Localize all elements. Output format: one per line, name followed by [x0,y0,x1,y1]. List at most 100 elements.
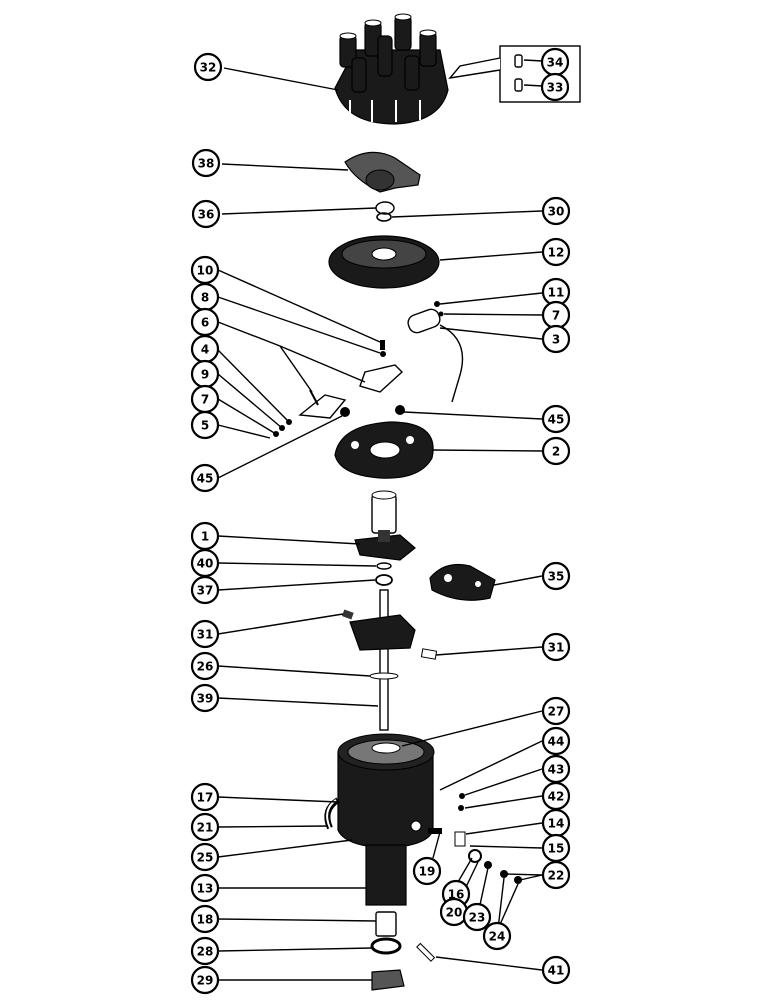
callout-14: 14 [541,808,571,838]
callout-29: 29 [190,965,220,995]
callout-37: 37 [190,575,220,605]
callout-44: 44 [541,726,571,756]
callout-label: 9 [201,368,209,382]
callout-label: 11 [548,286,565,300]
felt-wick [375,201,395,215]
callout-label: 35 [548,570,565,584]
callout-38: 38 [191,148,221,178]
condenser [407,301,464,403]
callout-label: 3 [552,333,560,347]
callout-5: 5 [190,410,220,440]
callout-1: 1 [190,521,220,551]
callout-label: 31 [197,628,214,642]
callout-19: 19 [412,856,442,886]
callout-label: 17 [197,791,214,805]
callout-label: 19 [419,865,436,879]
callout-34: 34 [540,47,570,77]
callout-label: 13 [197,882,214,896]
callout-7a: 7 [541,300,571,330]
callout-6: 6 [190,307,220,337]
callout-40: 40 [190,548,220,578]
callout-43: 43 [541,754,571,784]
callout-42: 42 [541,781,571,811]
callout-20: 20 [439,897,469,927]
callout-label: 4 [201,343,209,357]
callout-24: 24 [482,921,512,951]
callout-13: 13 [190,873,220,903]
housing [324,733,435,906]
callout-label: 8 [201,291,209,305]
callout-label: 21 [197,821,214,835]
callout-label: 10 [197,264,214,278]
callout-17: 17 [190,782,220,812]
callout-36: 36 [191,199,221,229]
callout-12: 12 [541,237,571,267]
callout-2: 2 [541,436,571,466]
callout-31a: 31 [190,619,220,649]
callout-label: 22 [548,869,565,883]
callout-31b: 31 [541,632,571,662]
cam-assembly [354,490,416,561]
callout-label: 15 [548,842,565,856]
callout-label: 37 [197,584,214,598]
breaker-plate [334,421,434,479]
callout-28: 28 [190,936,220,966]
callout-label: 31 [548,641,565,655]
callout-label: 23 [469,911,486,925]
callout-27: 27 [541,696,571,726]
callout-label: 40 [197,557,214,571]
callout-label: 27 [548,705,565,719]
callout-label: 7 [201,393,209,407]
callout-10: 10 [190,255,220,285]
callout-32: 32 [193,52,223,82]
callout-label: 42 [548,790,565,804]
callout-label: 25 [197,851,214,865]
rotor [344,151,421,193]
callout-label: 24 [489,930,506,944]
callout-18: 18 [190,904,220,934]
callout-25: 25 [190,842,220,872]
callout-label: 14 [548,817,565,831]
callout-23: 23 [462,902,492,932]
callout-35: 35 [541,561,571,591]
callout-label: 34 [547,56,564,70]
bottom-parts [370,911,436,991]
callout-label: 30 [548,205,565,219]
callout-label: 32 [200,61,217,75]
callout-label: 5 [201,419,209,433]
callout-label: 36 [198,208,215,222]
shield [328,235,440,289]
callout-label: 2 [552,445,560,459]
callout-label: 16 [448,888,465,902]
distributor-cap [334,13,449,125]
callout-22: 22 [541,860,571,890]
callout-label: 28 [197,945,214,959]
callout-label: 6 [201,316,209,330]
callout-39: 39 [190,683,220,713]
callout-label: 38 [198,157,215,171]
callout-7b: 7 [190,384,220,414]
callout-26: 26 [190,651,220,681]
callout-9: 9 [190,359,220,389]
callout-label: 18 [197,913,214,927]
callout-33: 33 [540,72,570,102]
washers [375,562,393,586]
callout-label: 7 [552,309,560,323]
callout-label: 29 [197,974,214,988]
callout-8: 8 [190,282,220,312]
callout-label: 41 [548,964,565,978]
callout-label: 45 [548,413,565,427]
callout-30: 30 [541,196,571,226]
callout-label: 20 [446,906,463,920]
retainer-ring [376,212,392,222]
callout-45a: 45 [541,404,571,434]
callout-15: 15 [541,833,571,863]
callout-21: 21 [190,812,220,842]
callout-45b: 45 [190,463,220,493]
callout-label: 12 [548,246,565,260]
callout-label: 26 [197,660,214,674]
callout-label: 44 [548,735,565,749]
mainshaft [341,589,438,731]
callout-label: 45 [197,472,214,486]
